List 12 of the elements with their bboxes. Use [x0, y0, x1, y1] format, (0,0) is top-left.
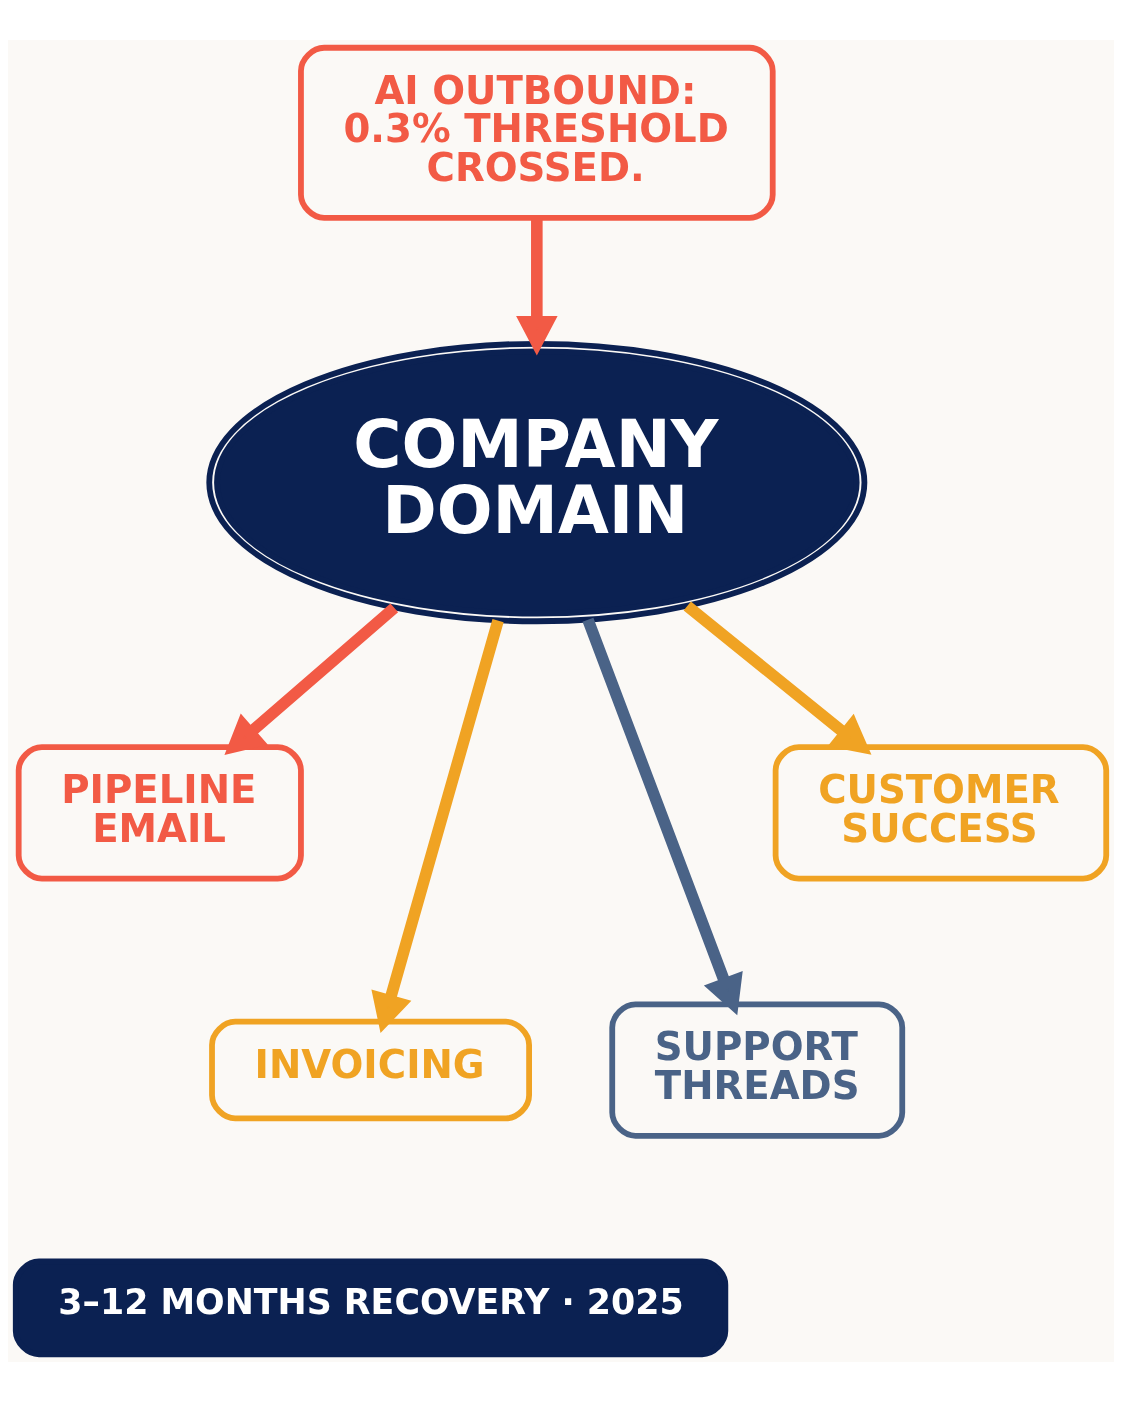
arrow — [582, 617, 743, 1016]
node-box: PIPELINE EMAIL — [15, 744, 304, 882]
node-box: 3–12 MONTHS RECOVERY · 2025 — [12, 1258, 729, 1358]
node-box: AI OUTBOUND: 0.3% THRESHOLD CROSSED. — [298, 44, 776, 221]
arrow — [516, 218, 558, 356]
arrow — [371, 618, 504, 1034]
node-box: SUPPORT THREADS — [609, 1001, 906, 1139]
node-box: INVOICING — [209, 1018, 532, 1122]
node-ellipse: COMPANY DOMAIN — [206, 340, 868, 625]
arrow — [224, 603, 399, 755]
node-box: CUSTOMER SUCCESS — [772, 744, 1110, 882]
arrow — [683, 601, 872, 755]
